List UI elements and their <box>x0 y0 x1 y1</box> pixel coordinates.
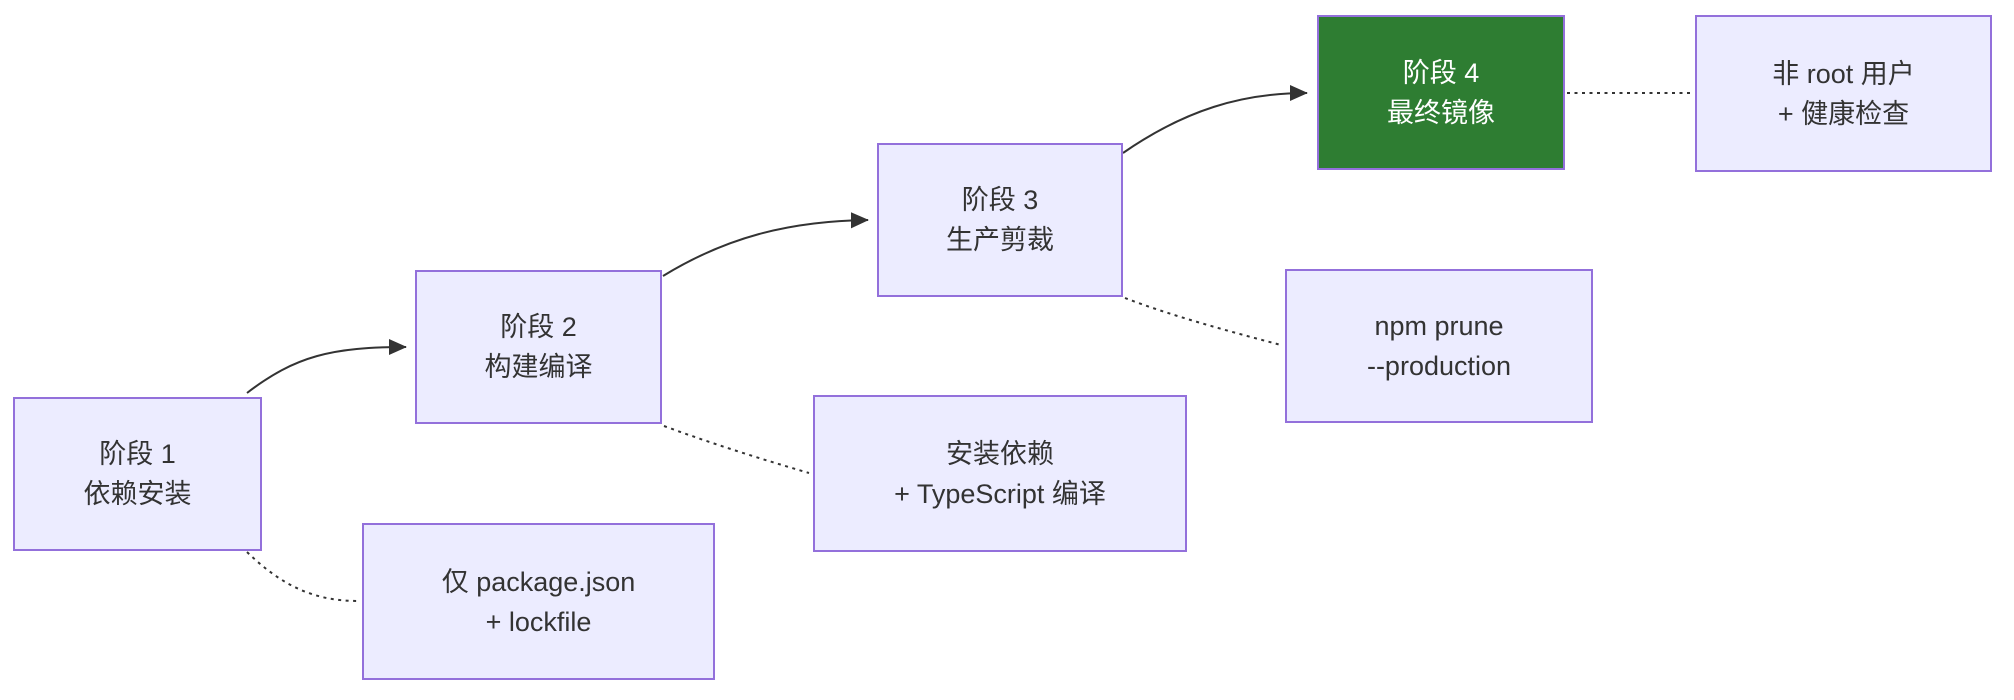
node-stage2-line2: 构建编译 <box>484 352 593 382</box>
node-note4: 非 root 用户 + 健康检查 <box>1695 15 1992 172</box>
node-stage1: 阶段 1 依赖安装 <box>13 397 262 551</box>
node-stage4-line1: 阶段 4 <box>1402 57 1480 88</box>
node-note4-line2: + 健康检查 <box>1777 98 1910 129</box>
edge-stage1-to-stage2 <box>246 338 407 394</box>
edge-stage1-to-note1 <box>246 551 359 602</box>
edge-stage2-to-note2 <box>663 425 810 474</box>
node-note3-line2: --production <box>1366 351 1512 381</box>
node-stage1-line1: 阶段 1 <box>99 439 176 469</box>
node-stage3-line2: 生产剪裁 <box>946 225 1054 255</box>
edge-stage3-to-note3 <box>1124 297 1282 346</box>
node-note2-line2: + TypeScript 编译 <box>894 478 1106 509</box>
node-note1: 仅 package.json + lockfile <box>362 523 715 680</box>
node-stage2: 阶段 2 构建编译 <box>415 270 662 424</box>
node-note3: npm prune --production <box>1285 269 1593 423</box>
node-note2: 安装依赖 + TypeScript 编译 <box>813 395 1187 552</box>
node-stage4: 阶段 4 最终镜像 <box>1317 15 1565 170</box>
node-stage1-line2: 依赖安装 <box>83 479 192 509</box>
node-note1-line1: 仅 package.json <box>441 566 636 597</box>
edge-stage3-to-stage4 <box>1122 84 1308 154</box>
node-stage3-line1: 阶段 3 <box>961 185 1039 215</box>
node-stage3: 阶段 3 生产剪裁 <box>877 143 1123 297</box>
node-note4-line1: 非 root 用户 <box>1772 58 1915 89</box>
node-note2-line1: 安装依赖 <box>946 438 1054 469</box>
node-note1-line2: + lockfile <box>485 606 592 637</box>
node-stage2-line1: 阶段 2 <box>500 312 577 342</box>
node-note3-line1: npm prune <box>1374 311 1504 341</box>
edge-stage2-to-stage3 <box>662 212 869 277</box>
node-stage4-line2: 最终镜像 <box>1387 97 1495 128</box>
